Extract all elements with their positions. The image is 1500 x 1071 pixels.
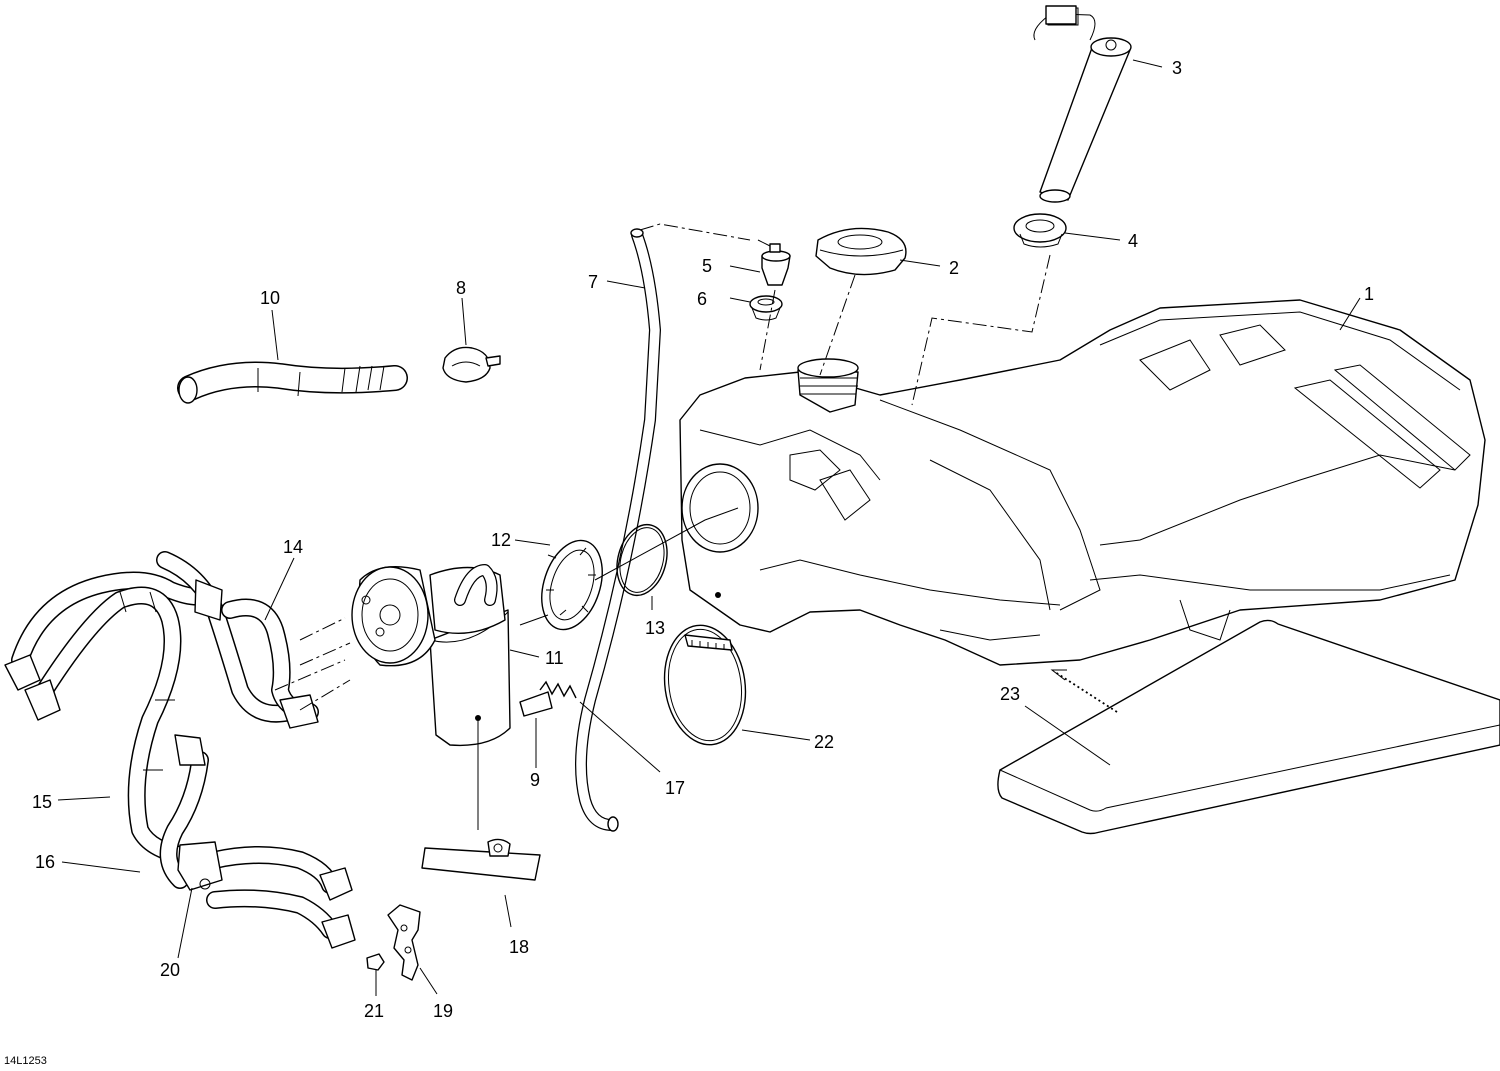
vent-valve [757, 239, 791, 286]
fill-hose [177, 361, 408, 404]
pump-lock-ring [541, 539, 603, 631]
large-hose-clamp [663, 624, 747, 746]
callout-3: 3 [1172, 58, 1182, 78]
callout-15: 15 [32, 792, 52, 812]
callout-2: 2 [949, 258, 959, 278]
mounting-bracket [387, 904, 421, 981]
callout-14: 14 [283, 537, 303, 557]
callout-7: 7 [588, 272, 598, 292]
callout-10: 10 [260, 288, 280, 308]
callout-20: 20 [160, 960, 180, 980]
pump-spring [539, 680, 577, 699]
bolt [366, 953, 385, 971]
callout-11: 11 [545, 648, 564, 668]
fuel-line-harness [4, 551, 356, 949]
pump-o-ring [616, 523, 668, 597]
fuel-tank [679, 299, 1486, 666]
callout-5: 5 [702, 256, 712, 276]
callout-8: 8 [456, 278, 466, 298]
callout-18: 18 [509, 937, 529, 957]
hose-clamp-small [442, 346, 501, 383]
callout-23: 23 [1000, 684, 1020, 704]
callout-21: 21 [364, 1001, 384, 1021]
fuel-cap [815, 227, 907, 276]
callout-19: 19 [433, 1001, 453, 1021]
callout-13: 13 [645, 618, 665, 638]
figure-reference: 14L1253 [4, 1055, 47, 1067]
callout-6: 6 [697, 289, 707, 309]
filter-sock [421, 838, 541, 881]
vent-hose [575, 228, 661, 832]
callout-12: 12 [491, 530, 511, 550]
callout-17: 17 [665, 778, 685, 798]
tank-pad [997, 619, 1500, 835]
callout-labels: 1 2 3 4 5 6 7 8 9 10 11 12 13 14 15 16 1… [4, 58, 1374, 1067]
callout-9: 9 [530, 770, 540, 790]
fuel-pump [351, 564, 553, 747]
assembly-lines [274, 223, 1118, 830]
vent-grommet [749, 295, 783, 321]
sender-grommet [1013, 213, 1067, 248]
callout-1: 1 [1364, 284, 1374, 304]
leader-lines [57, 59, 1361, 996]
callout-22: 22 [814, 732, 834, 752]
callout-4: 4 [1128, 231, 1138, 251]
callout-16: 16 [35, 852, 55, 872]
fuel-level-sender [1033, 5, 1132, 203]
